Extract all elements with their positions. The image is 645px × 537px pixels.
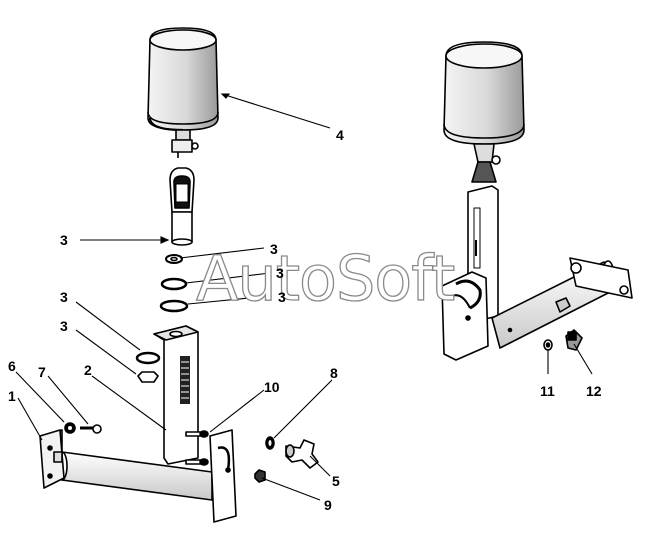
callout-2: 2 bbox=[84, 362, 92, 378]
callout-3b: 3 bbox=[270, 241, 278, 257]
callout-10: 10 bbox=[264, 379, 280, 395]
mount-shaft bbox=[169, 167, 195, 246]
nut-9 bbox=[254, 469, 266, 483]
callout-3d: 3 bbox=[278, 289, 286, 305]
beacon-light-left bbox=[147, 27, 219, 158]
callout-4: 4 bbox=[336, 127, 344, 143]
small-parts-right bbox=[507, 327, 583, 351]
knob-assembly bbox=[265, 436, 319, 469]
horizontal-tube-left bbox=[39, 429, 213, 501]
beacon-light-right bbox=[443, 41, 525, 183]
callout-3c: 3 bbox=[276, 265, 284, 281]
watermark-text: AutoSoft bbox=[196, 242, 454, 315]
callout-3a: 3 bbox=[60, 232, 68, 248]
horizontal-tube-right bbox=[491, 257, 633, 349]
callout-9: 9 bbox=[324, 497, 332, 513]
callout-6: 6 bbox=[8, 358, 16, 374]
vertical-bracket bbox=[153, 325, 199, 465]
leader-lines bbox=[15, 93, 593, 501]
end-plate-left bbox=[209, 429, 237, 523]
callout-7: 7 bbox=[38, 364, 46, 380]
callout-3f: 3 bbox=[60, 318, 68, 334]
callout-5: 5 bbox=[332, 473, 340, 489]
washer-stack bbox=[135, 254, 189, 383]
end-plate-right bbox=[441, 271, 489, 361]
callout-labels: 4 3 3 3 3 3 3 6 7 2 1 8 10 5 9 11 12 bbox=[8, 127, 602, 513]
callout-1: 1 bbox=[8, 388, 16, 404]
callout-8: 8 bbox=[330, 365, 338, 381]
pins bbox=[185, 430, 209, 466]
right-assembled-view bbox=[441, 41, 633, 361]
callout-3e: 3 bbox=[60, 289, 68, 305]
callout-12: 12 bbox=[586, 383, 602, 399]
callout-11: 11 bbox=[540, 383, 555, 399]
bolt-washer bbox=[64, 422, 102, 434]
